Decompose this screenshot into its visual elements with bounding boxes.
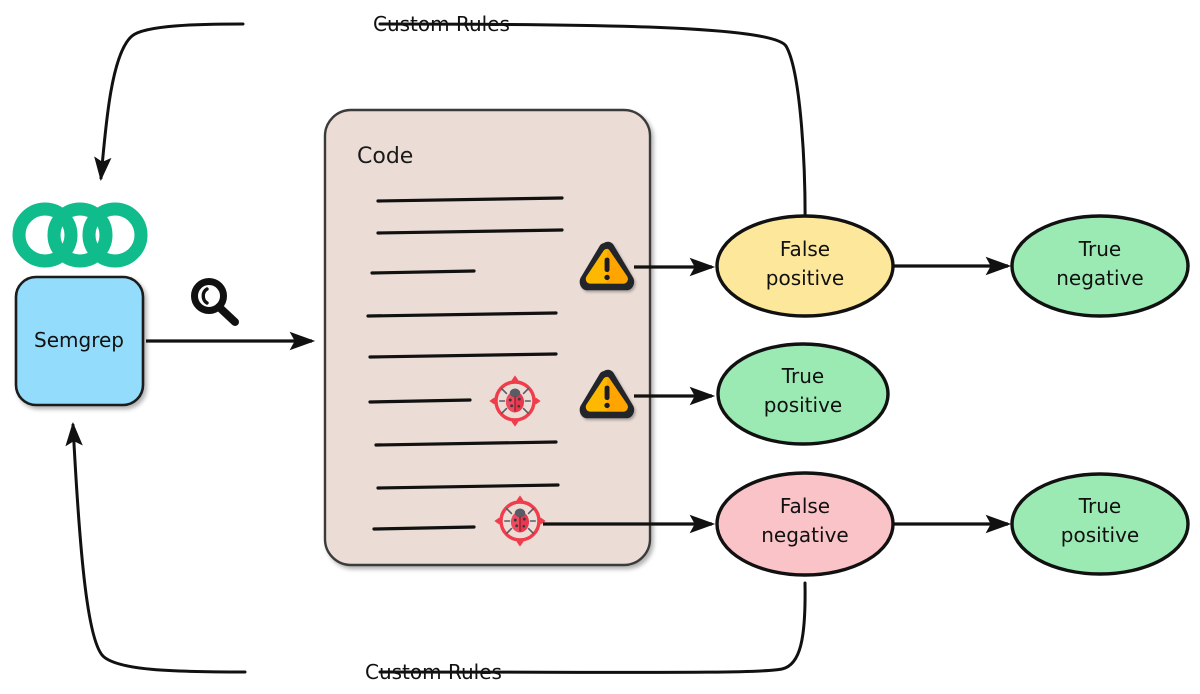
- warning-triangle-icon: [579, 241, 635, 291]
- true-positive-middle-label-line1: True: [781, 364, 824, 388]
- semgrep-logo-icon: [12, 202, 148, 268]
- semgrep-box[interactable]: [14, 275, 145, 407]
- code-document-title: Code: [357, 144, 413, 169]
- true-positive-bottom-label-line2: positive: [1061, 523, 1139, 547]
- bottom-custom-rules-label: Custom Rules: [365, 660, 502, 684]
- magnifying-glass-icon: [191, 278, 239, 326]
- edge-top-custom-rules: Custom Rules: [94, 12, 807, 237]
- node-true-positive-bottom[interactable]: [1010, 472, 1190, 576]
- bug-target-icon: [489, 375, 541, 427]
- false-negative-label-line1: False: [780, 494, 830, 518]
- node-true-negative[interactable]: [1010, 214, 1190, 318]
- edge-bottom-custom-rules: Custom Rules: [65, 422, 807, 684]
- false-negative-label-line2: negative: [761, 523, 848, 547]
- semgrep-box-label: Semgrep: [34, 328, 124, 352]
- top-custom-rules-label: Custom Rules: [373, 12, 510, 36]
- false-positive-label-line2: positive: [766, 266, 844, 290]
- node-false-negative[interactable]: [715, 471, 895, 577]
- true-negative-label-line1: True: [1078, 237, 1121, 261]
- warning-triangle-icon: [579, 369, 635, 419]
- true-negative-label-line2: negative: [1056, 266, 1143, 290]
- true-positive-middle-label-line2: positive: [764, 393, 842, 417]
- true-positive-bottom-label-line1: True: [1078, 494, 1121, 518]
- node-true-positive-middle[interactable]: [716, 342, 890, 446]
- bug-target-icon: [494, 495, 546, 547]
- code-lines: [366, 196, 564, 531]
- node-false-positive[interactable]: [715, 214, 895, 318]
- code-document: [323, 108, 652, 567]
- false-positive-label-line1: False: [780, 237, 830, 261]
